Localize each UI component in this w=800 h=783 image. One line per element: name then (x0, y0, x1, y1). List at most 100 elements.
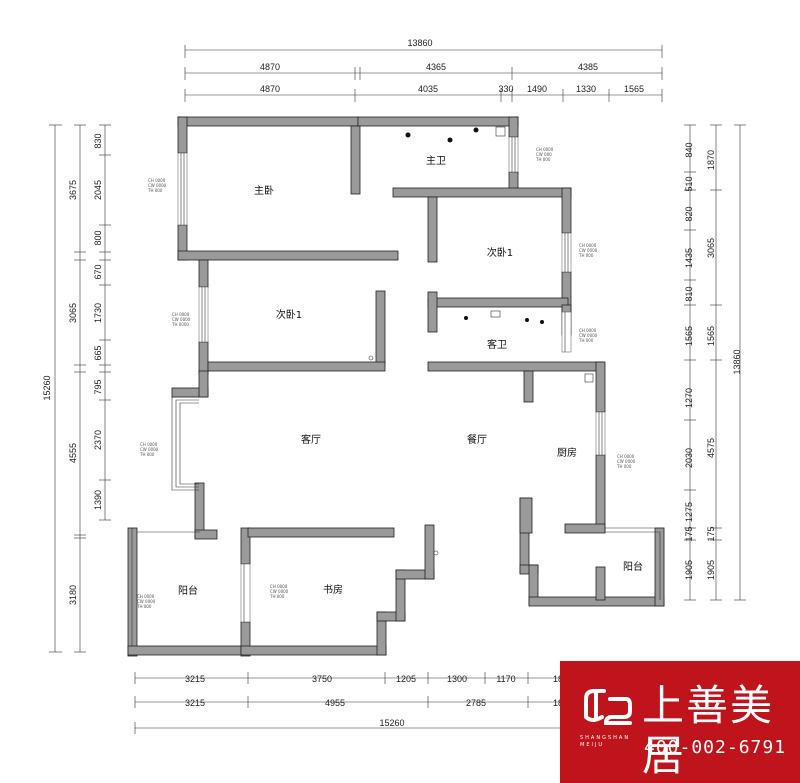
dim-left-inner-5: 1730 (93, 303, 103, 323)
dim-bottom-r1-4: 1300 (447, 674, 467, 684)
dim-top-r2-1: 4870 (260, 84, 280, 94)
dim-right-inner-6: 1565 (684, 326, 694, 346)
right-dimensions: 840 510 820 1435 810 1565 1270 2030 1275… (684, 124, 746, 601)
dim-right-outer-4: 4575 (706, 438, 716, 458)
dim-top-r2-5: 1330 (576, 84, 596, 94)
bottom-dimensions: 3215 3750 1205 1300 1170 18 3215 4955 27… (134, 672, 563, 734)
svg-text:CH 0000: CH 0000 (579, 328, 597, 333)
dim-right-outer-2: 3065 (706, 238, 716, 258)
svg-text:CH 0000: CH 0000 (148, 178, 166, 183)
dim-left-inner-7: 795 (93, 379, 103, 394)
brand-banner: 上善美居 SHANGSHAN MEIJU 400-002-6791 (560, 661, 800, 783)
svg-text:TH 000: TH 000 (147, 188, 163, 193)
dim-right-inner-9: 1275 (684, 502, 694, 522)
brand-phone: 400-002-6791 (644, 737, 787, 758)
dim-bottom-r1-1: 3215 (185, 674, 205, 684)
room-kitchen: 厨房 (557, 446, 577, 459)
dim-left-inner-3: 800 (93, 230, 103, 245)
svg-text:CH 0000: CH 0000 (172, 312, 190, 317)
dim-right-inner-1: 840 (684, 142, 694, 157)
svg-text:CH 0000: CH 0000 (270, 584, 288, 589)
dim-right-outer-5: 175 (706, 526, 716, 541)
svg-text:CW 0000: CW 0000 (140, 447, 159, 452)
dim-left-total: 15260 (42, 375, 52, 400)
dim-left-inner-4: 670 (93, 264, 103, 279)
svg-text:CH 0000: CH 0000 (140, 442, 158, 447)
dim-left-outer-4: 3180 (68, 585, 78, 605)
dim-bottom-r2-4: 18 (553, 698, 563, 708)
walls (127, 116, 665, 657)
brand-sub: SHANGSHAN MEIJU (580, 735, 631, 748)
dim-right-inner-5: 810 (684, 286, 694, 301)
dim-bottom-r1-6: 18 (553, 674, 563, 684)
dim-bottom-r1-2: 3750 (312, 674, 332, 684)
dim-top-r2-3: 330 (498, 84, 513, 94)
dim-top-r1-3: 4385 (578, 62, 598, 72)
brand-logo-icon (584, 689, 632, 725)
svg-text:CW 0000: CW 0000 (137, 599, 156, 604)
dim-left-inner-1: 830 (93, 133, 103, 148)
svg-text:CH 0000: CH 0000 (536, 147, 554, 152)
dim-right-outer-6: 1905 (706, 560, 716, 580)
room-labels: 主卧 主卫 次卧1 次卧1 客卫 客厅 餐厅 厨房 阳台 阳台 书房 (178, 155, 643, 597)
room-second-bedroom-b: 次卧1 (276, 308, 302, 321)
dim-right-outer-3: 1565 (706, 326, 716, 346)
room-living: 客厅 (301, 433, 321, 446)
svg-text:CH 0000: CH 0000 (617, 454, 635, 459)
dim-right-inner-11: 1905 (684, 560, 694, 580)
dim-top-r2-2: 4035 (418, 84, 438, 94)
svg-text:CH 0000: CH 0000 (137, 594, 155, 599)
dim-bottom-r1-3: 1205 (396, 674, 416, 684)
dim-bottom-r1-5: 1170 (496, 674, 515, 684)
left-dimensions: 15260 3675 3065 4555 3180 830 2045 800 6… (42, 124, 111, 653)
svg-text:CW 0000: CW 0000 (172, 317, 191, 322)
svg-text:TH 000: TH 000 (136, 604, 152, 609)
svg-text:TH 000: TH 000 (616, 464, 632, 469)
room-master-bath: 主卫 (426, 155, 446, 167)
dim-right-inner-10: 175 (684, 526, 694, 541)
svg-text:CW 000: CW 000 (536, 152, 552, 157)
dim-left-outer-2: 3065 (68, 303, 78, 323)
svg-text:CW 0000: CW 0000 (579, 333, 598, 338)
dim-right-inner-4: 1435 (684, 248, 694, 268)
dim-left-inner-9: 1390 (93, 490, 103, 510)
dim-right-inner-3: 820 (684, 206, 694, 221)
svg-text:CH 0000: CH 0000 (579, 243, 597, 248)
room-second-bedroom-a: 次卧1 (487, 246, 513, 259)
dim-top-total: 13860 (407, 38, 432, 48)
dim-bottom-r2-2: 4955 (325, 698, 345, 708)
dim-left-outer-1: 3675 (68, 180, 78, 200)
svg-text:TH 000: TH 000 (269, 594, 285, 599)
svg-text:CW 0000: CW 0000 (270, 589, 289, 594)
svg-text:TH 000: TH 000 (139, 452, 155, 457)
room-guest-bath: 客卫 (487, 338, 507, 351)
dim-left-inner-2: 2045 (93, 180, 103, 200)
windows (131, 136, 665, 646)
dim-right-inner-2: 510 (684, 176, 694, 191)
brand-name: 上善美居 (642, 681, 775, 780)
room-master-bedroom: 主卧 (254, 184, 274, 197)
dim-left-inner-8: 2370 (93, 430, 103, 450)
svg-text:CW 0000: CW 0000 (579, 248, 598, 253)
dim-bottom-r2-3: 2785 (466, 698, 486, 708)
room-dining: 餐厅 (467, 433, 487, 446)
svg-text:CW 0000: CW 0000 (617, 459, 636, 464)
dim-top-r2-6: 1565 (624, 84, 644, 94)
dim-bottom-total: 15260 (379, 718, 404, 728)
svg-text:TH 000: TH 000 (578, 338, 594, 343)
dim-right-total: 13860 (732, 349, 742, 374)
dim-bottom-r2-1: 3215 (185, 698, 205, 708)
top-dimensions: 13860 4870 4365 4385 4870 4035 330 1490 … (184, 38, 663, 102)
dim-left-inner-6: 665 (93, 345, 103, 360)
room-study: 书房 (323, 583, 343, 596)
dim-top-r1-1: 4870 (260, 62, 280, 72)
dim-top-r1-2: 4365 (426, 62, 446, 72)
fixtures (368, 126, 594, 556)
svg-text:TH 000: TH 000 (578, 253, 594, 258)
svg-text:TH 000: TH 000 (535, 157, 551, 162)
svg-text:CW 0000: CW 0000 (148, 183, 167, 188)
dim-top-r2-4: 1490 (527, 84, 547, 94)
dim-left-outer-3: 4555 (68, 443, 78, 463)
